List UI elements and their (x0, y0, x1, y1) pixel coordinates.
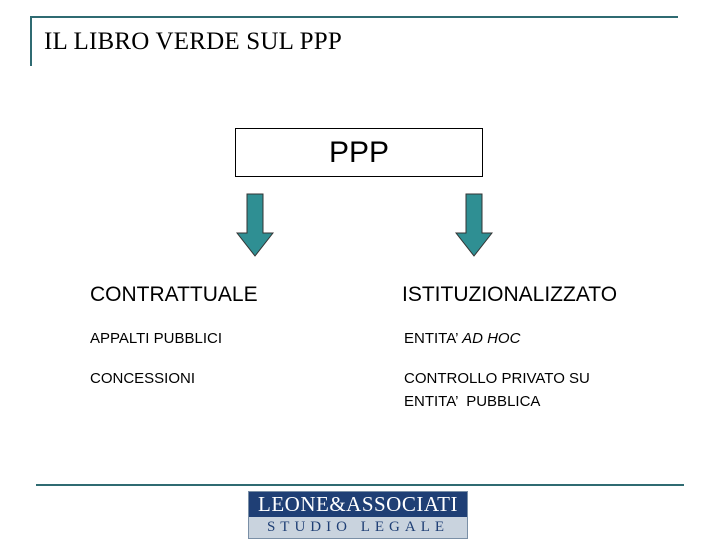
down-arrow-right-icon (455, 193, 493, 257)
title-frame-top (30, 16, 678, 18)
logo-subtitle: STUDIO LEGALE (249, 517, 467, 538)
right-item-controllo-privato: CONTROLLO PRIVATO SU ENTITA’ PUBBLICA (404, 367, 590, 413)
left-branch-heading: CONTRATTUALE (90, 283, 258, 306)
right-item-entita-ad-hoc: ENTITA’ AD HOC (404, 327, 520, 350)
title-frame-left (30, 16, 32, 66)
right-branch-heading: ISTITUZIONALIZZATO (402, 283, 618, 306)
left-item-concessioni: CONCESSIONI (90, 370, 196, 387)
ppp-root-node: PPP (235, 128, 483, 177)
down-arrow-left-icon (236, 193, 274, 257)
right-item-ad-hoc-emphasis: AD HOC (462, 330, 521, 347)
right-item-controllo-line1: CONTROLLO PRIVATO SU (404, 370, 590, 387)
left-item-appalti: APPALTI PUBBLICI (90, 330, 222, 347)
ppp-root-label: PPP (328, 135, 390, 169)
footer-divider (36, 484, 684, 486)
logo-name: LEONE&ASSOCIATI (249, 492, 467, 517)
firm-logo: LEONE&ASSOCIATI STUDIO LEGALE (248, 491, 468, 539)
page-title: IL LIBRO VERDE SUL PPP (44, 28, 342, 55)
right-item-entita-prefix: ENTITA’ (404, 330, 463, 347)
right-item-controllo-line2: ENTITA’ PUBBLICA (404, 393, 541, 410)
